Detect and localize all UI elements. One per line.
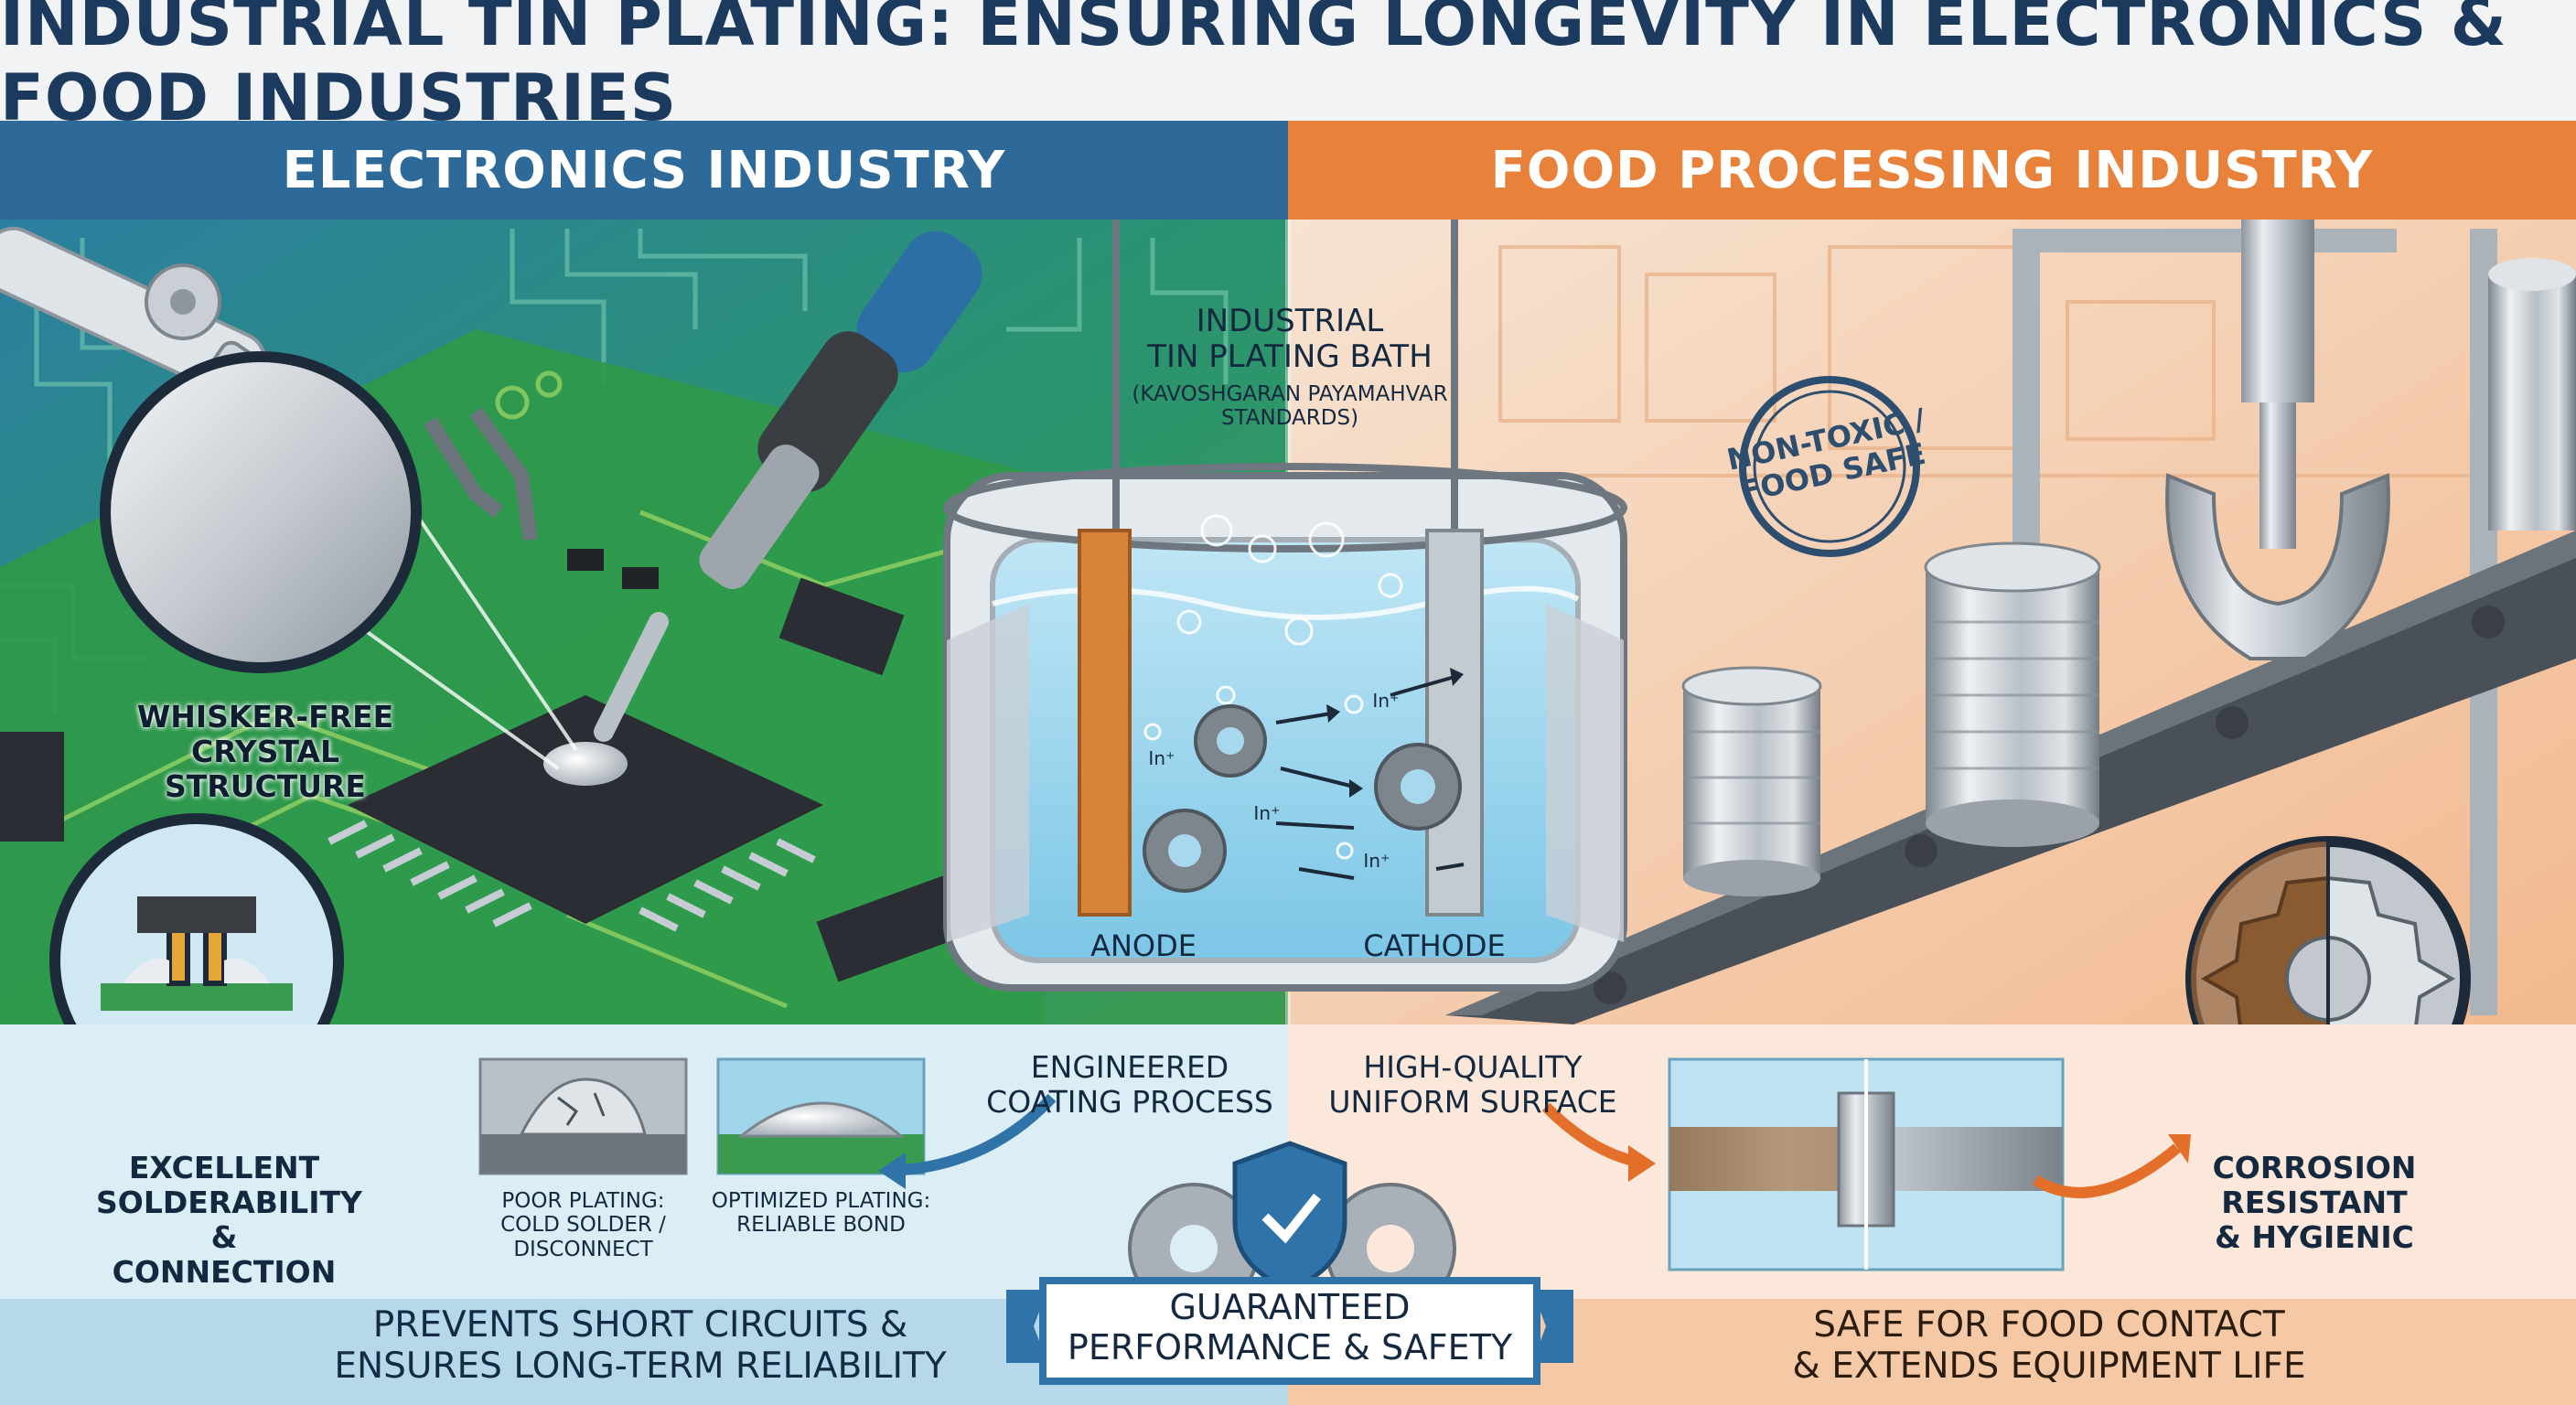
solder-blob (543, 742, 628, 786)
corrosion-line1: CORROSION (2212, 1150, 2417, 1185)
bath-title-line2: TIN PLATING BATH (1147, 338, 1433, 376)
guarantee-line2: PERFORMANCE & SAFETY (1067, 1326, 1513, 1367)
bath-subtitle: (KAVOSHGARAN PAYAMAHVAR STANDARDS) (1079, 382, 1500, 431)
ion-label-2: In⁺ (1372, 690, 1400, 712)
optimized-line1: OPTIMIZED PLATING: (711, 1189, 931, 1213)
food-footer-line1: SAFE FOR FOOD CONTACT (1813, 1304, 2285, 1346)
bath-title: INDUSTRIAL TIN PLATING BATH (1134, 303, 1445, 376)
page-title: INDUSTRIAL TIN PLATING: ENSURING LONGEVI… (0, 0, 2576, 135)
solder-line2: SOLDERABILITY (96, 1184, 362, 1220)
process-line2: COATING PROCESS (986, 1083, 1273, 1120)
checkmark-icon (1261, 1193, 1321, 1244)
surface-line2: UNIFORM SURFACE (1328, 1083, 1617, 1120)
chip (348, 695, 823, 924)
cathode-label: CATHODE (1363, 928, 1506, 963)
bath-subtitle-line1: (KAVOSHGARAN PAYAMAHVAR (1132, 382, 1448, 406)
process-label: ENGINEERED COATING PROCESS (970, 1050, 1290, 1120)
poor-line1: POOR PLATING: (501, 1189, 665, 1213)
solderability-label: EXCELLENT SOLDERABILITY & CONNECTION (96, 1150, 362, 1290)
whisker-lens (100, 351, 422, 673)
surface-label: HIGH-QUALITY UNIFORM SURFACE (1308, 1050, 1637, 1120)
poor-plating-label: POOR PLATING: COLD SOLDER / DISCONNECT (467, 1189, 700, 1261)
poor-line3: DISCONNECT (513, 1237, 653, 1261)
optimized-plating-label: OPTIMIZED PLATING: RELIABLE BOND (695, 1189, 947, 1238)
food-footer-line2: & EXTENDS EQUIPMENT LIFE (1792, 1345, 2306, 1387)
poor-line2: COLD SOLDER / (500, 1213, 666, 1238)
soldering-iron (594, 231, 982, 742)
ion-arrows (1275, 675, 1465, 880)
anode-plate (1078, 529, 1132, 917)
bath-title-line1: INDUSTRIAL (1196, 303, 1384, 339)
process-line1: ENGINEERED (1030, 1049, 1229, 1085)
anode-label: ANODE (1090, 928, 1197, 963)
bath-subtitle-line2: STANDARDS) (1220, 406, 1359, 431)
food-footer: SAFE FOR FOOD CONTACT & EXTENDS EQUIPMEN… (1665, 1304, 2433, 1388)
food-safe-stamp (1739, 376, 1920, 557)
electronics-footer-line2: ENSURES LONG-TERM RELIABILITY (334, 1345, 947, 1387)
ion-label-3: In⁺ (1253, 802, 1281, 824)
whisker-label: WHISKER-FREE CRYSTAL STRUCTURE (87, 700, 444, 804)
ion-label-4: In⁺ (1363, 850, 1390, 872)
electronics-footer: PREVENTS SHORT CIRCUITS & ENSURES LONG-T… (183, 1304, 1098, 1388)
whisker-line1: WHISKER-FREE (136, 699, 394, 735)
corrosion-label: CORROSION RESISTANT & HYGIENIC (2163, 1151, 2465, 1255)
guarantee-line1: GUARANTEED (1169, 1287, 1411, 1327)
optimized-line2: RELIABLE BOND (736, 1213, 906, 1238)
cathode-plate (1425, 529, 1484, 917)
guarantee-label: GUARANTEED PERFORMANCE & SAFETY (1043, 1287, 1537, 1367)
corrosion-line3: & HYGIENIC (2215, 1218, 2414, 1255)
guarantee-banner (1039, 1277, 1540, 1385)
solder-line1: EXCELLENT (128, 1150, 320, 1185)
electronics-header: ELECTRONICS INDUSTRY (0, 121, 1288, 220)
mixer-paddle (2165, 220, 2390, 660)
surface-line1: HIGH-QUALITY (1363, 1049, 1583, 1085)
whisker-line2: CRYSTAL STRUCTURE (165, 733, 366, 804)
corrosion-line2: RESISTANT (2221, 1184, 2408, 1220)
plating-tank (943, 463, 1627, 992)
electronics-footer-line1: PREVENTS SHORT CIRCUITS & (372, 1304, 908, 1346)
ion-label-1: In⁺ (1148, 747, 1175, 769)
solder-line3: & CONNECTION (112, 1218, 337, 1290)
food-header: FOOD PROCESSING INDUSTRY (1288, 121, 2576, 220)
